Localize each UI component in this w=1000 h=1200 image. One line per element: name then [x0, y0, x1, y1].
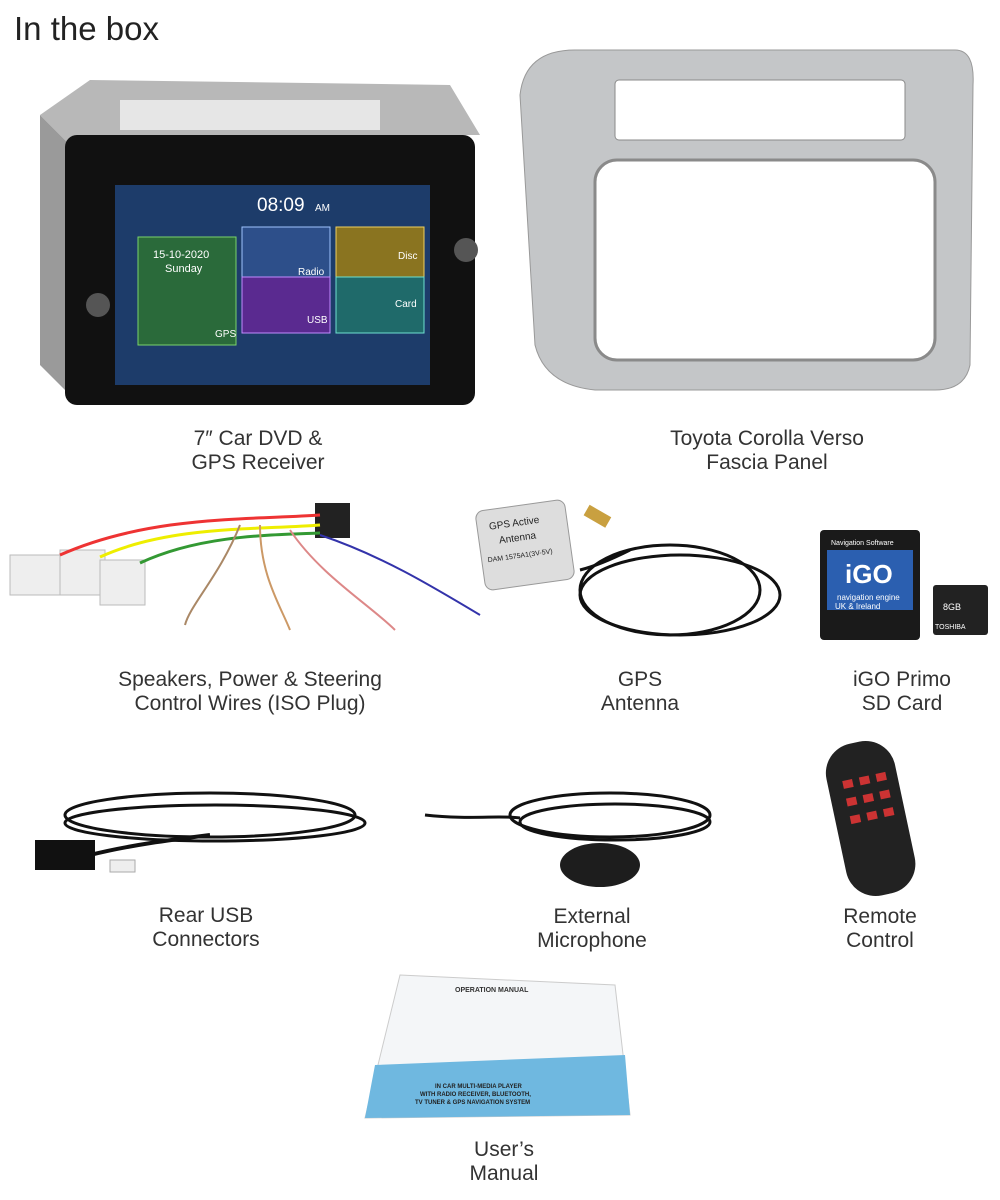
svg-text:TV TUNER & GPS NAVIGATION SYST: TV TUNER & GPS NAVIGATION SYSTEM: [415, 1100, 530, 1106]
svg-text:8GB: 8GB: [943, 602, 961, 612]
svg-text:Card: Card: [395, 299, 417, 310]
svg-text:UK & Ireland: UK & Ireland: [835, 602, 880, 611]
svg-text:TOSHIBA: TOSHIBA: [935, 624, 966, 631]
svg-text:navigation engine: navigation engine: [837, 593, 900, 602]
fascia-panel-image: [519, 49, 974, 391]
svg-text:AM: AM: [315, 203, 330, 214]
svg-text:15-10-2020: 15-10-2020: [153, 249, 209, 261]
caption-head-unit: 7″ Car DVD &GPS Receiver: [191, 427, 325, 474]
microphone-image: [424, 791, 712, 887]
svg-text:OPERATION MANUAL: OPERATION MANUAL: [455, 987, 529, 994]
svg-text:GPS: GPS: [215, 329, 236, 340]
screen-time: 08:09: [257, 195, 305, 216]
head-unit-image: 08:09 AM 15-10-2020 Sunday GPS Radio Dis…: [40, 80, 480, 405]
iso-wires-image: [9, 503, 481, 631]
remote-control-image: [825, 740, 916, 896]
svg-text:iGO: iGO: [845, 559, 893, 589]
user-manual-image: OPERATION MANUAL IN CAR MULTI-MEDIA PLAY…: [364, 974, 631, 1119]
svg-text:Sunday: Sunday: [165, 263, 203, 275]
svg-text:IN CAR MULTI-MEDIA PLAYER: IN CAR MULTI-MEDIA PLAYER: [435, 1084, 522, 1090]
usb-cable-image: [35, 791, 367, 873]
svg-text:Antenna: Antenna: [498, 530, 537, 546]
page-title: In the box: [14, 10, 159, 47]
gps-antenna-image: GPS Active Antenna DAM 1575A1(3V-5V): [475, 499, 782, 637]
svg-text:Navigation Software: Navigation Software: [831, 540, 894, 547]
svg-text:Disc: Disc: [398, 251, 417, 262]
sd-card-image: Navigation Software iGO navigation engin…: [820, 530, 988, 640]
svg-text:WITH RADIO RECEIVER, BLUETOOTH: WITH RADIO RECEIVER, BLUETOOTH,: [420, 1092, 531, 1098]
svg-text:USB: USB: [307, 315, 328, 326]
svg-text:Radio: Radio: [298, 267, 325, 278]
